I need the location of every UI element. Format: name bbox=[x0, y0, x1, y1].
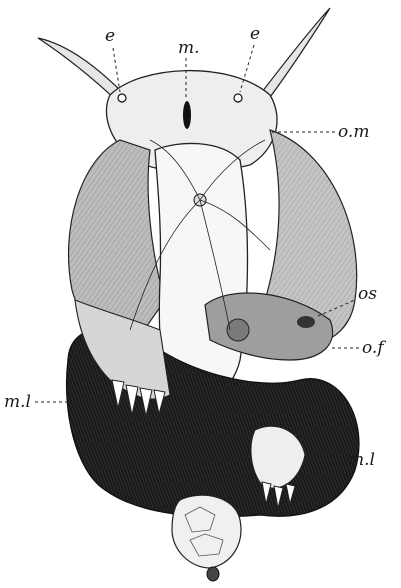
label-os: os bbox=[358, 286, 377, 303]
bulb-tip bbox=[207, 567, 219, 581]
os-spot bbox=[297, 316, 315, 328]
organ-core bbox=[227, 319, 249, 341]
label-of: o.f bbox=[362, 340, 384, 357]
label-e-right: e bbox=[250, 26, 260, 43]
eye-right bbox=[234, 94, 242, 102]
eye-left bbox=[118, 94, 126, 102]
label-e-left: e bbox=[105, 28, 115, 45]
label-ml-left: m.l bbox=[4, 394, 31, 411]
right-tentacle bbox=[262, 8, 330, 100]
label-om: o.m bbox=[338, 124, 369, 141]
label-m: m. bbox=[178, 40, 200, 57]
mouth bbox=[183, 101, 191, 129]
label-ml-right: m.l bbox=[348, 452, 375, 469]
terminal-bulb bbox=[172, 495, 241, 568]
